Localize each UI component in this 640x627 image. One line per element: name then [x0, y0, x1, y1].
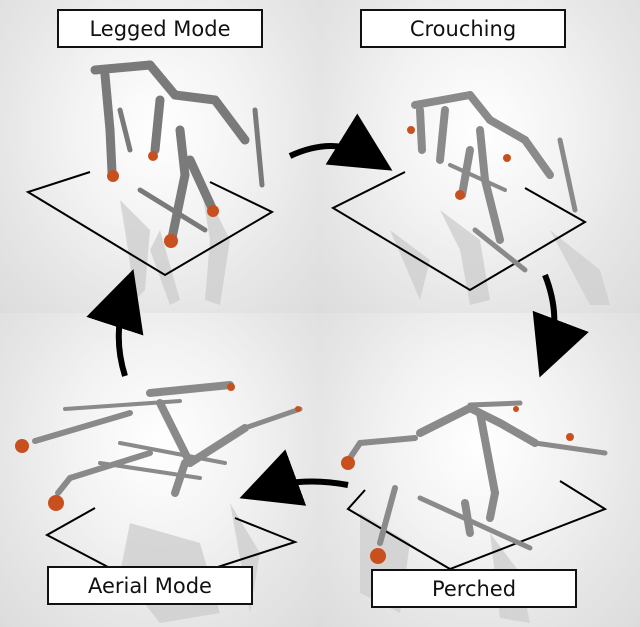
crouching-feet [407, 126, 511, 200]
legged-mode-panel [0, 0, 320, 313]
legged-mode-feet [107, 151, 219, 248]
perched-label: Perched [371, 569, 577, 608]
aerial-mode-label: Aerial Mode [47, 566, 253, 605]
crouching-robot [411, 91, 578, 273]
crouching-panel [320, 0, 640, 313]
legged-mode-ground-outline [25, 171, 275, 277]
aerial-mode-robot [32, 381, 303, 497]
arrow-aerial-to-legged [86, 269, 144, 377]
arrow-crouching-to-perched [532, 273, 589, 378]
aerial-mode-feet [15, 383, 301, 511]
perched-feet [341, 406, 574, 564]
arrow-perched-to-aerial [239, 449, 349, 506]
crouching-scene [330, 91, 610, 305]
perched-robot [345, 400, 608, 551]
crouching-ground-outline [330, 171, 587, 292]
legged-mode-scene [25, 60, 275, 305]
legged-mode-label: Legged Mode [57, 9, 263, 48]
crouching-label: Crouching [360, 9, 566, 48]
arrow-legged-to-crouching [288, 113, 393, 171]
legged-mode-robot [90, 60, 265, 243]
